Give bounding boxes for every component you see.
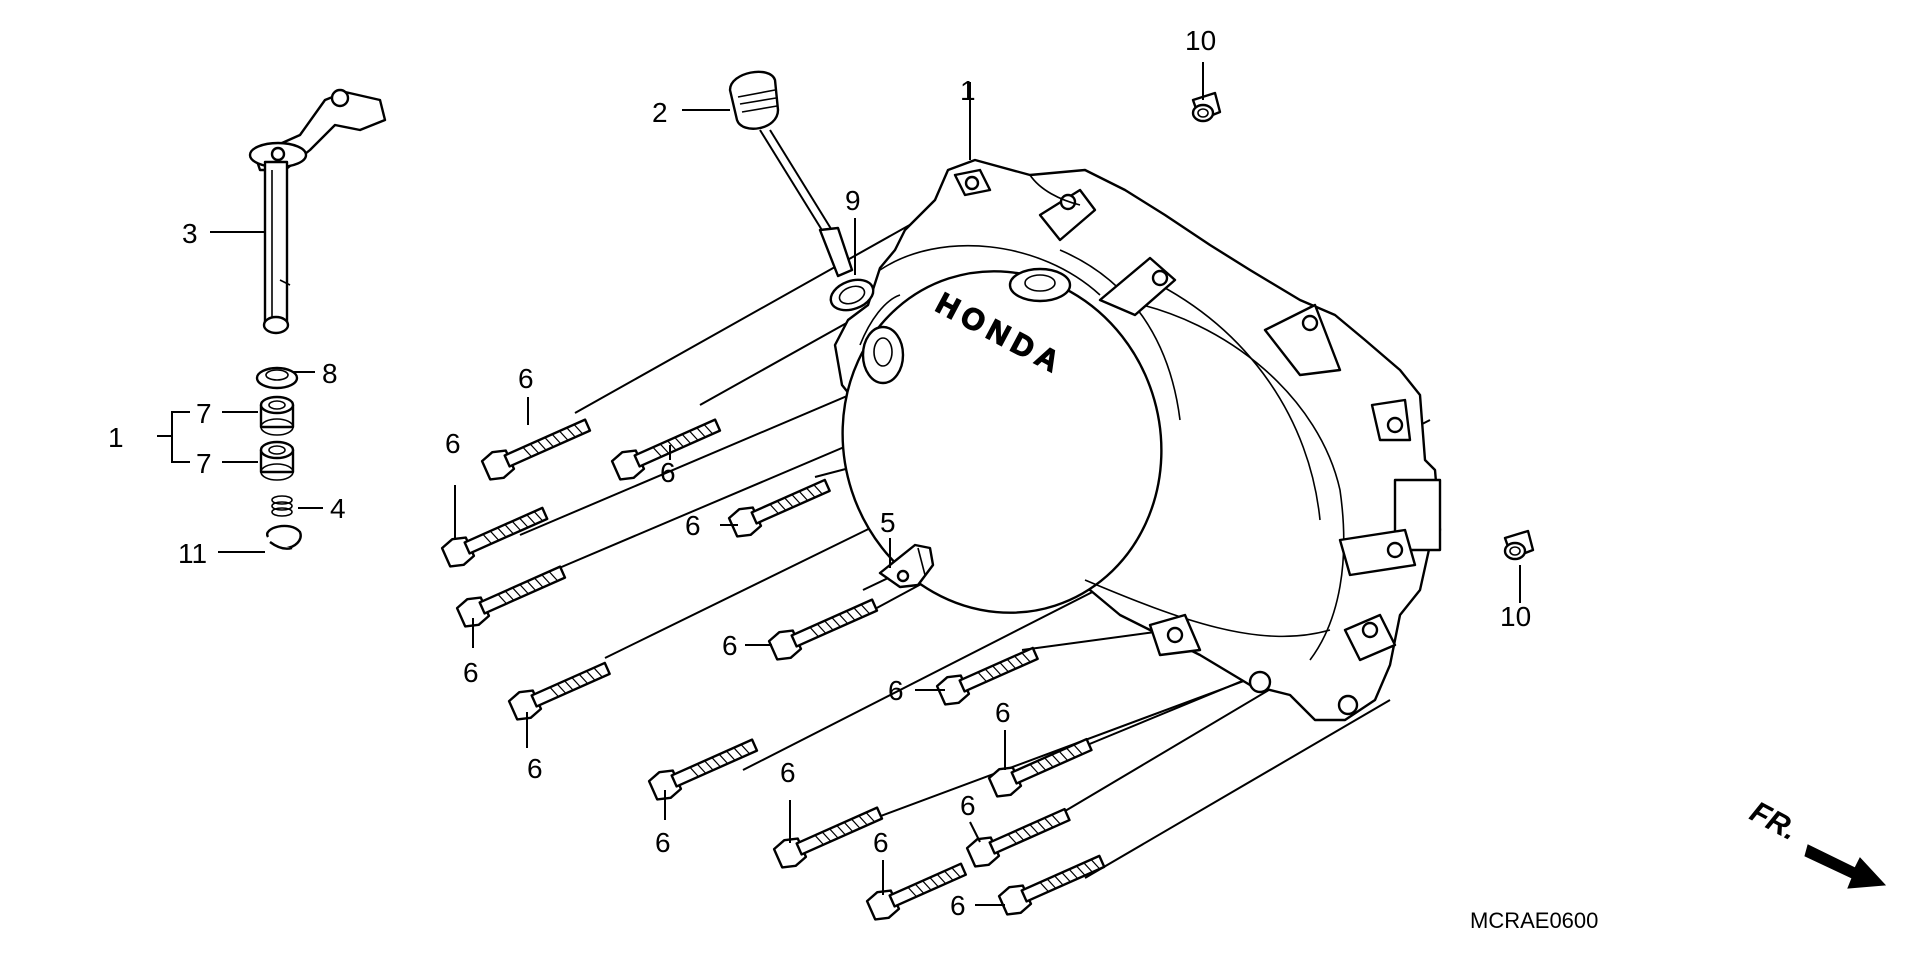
label-bolt: 6	[873, 827, 889, 858]
label-bolt: 6	[527, 753, 543, 784]
label-bearing-upper: 7	[196, 398, 212, 429]
label-bolt: 6	[655, 827, 671, 858]
bolt	[865, 862, 968, 921]
label-bolt: 6	[660, 457, 676, 488]
label-shaft: 3	[182, 218, 198, 249]
front-marker-label: FR.	[1745, 795, 1803, 847]
bolt	[610, 418, 722, 481]
bolt	[440, 506, 549, 568]
label-bearing-lower: 7	[196, 448, 212, 479]
front-arrow-icon	[1804, 844, 1887, 889]
dowel-pin-top	[1191, 91, 1222, 123]
label-bolt: 6	[445, 428, 461, 459]
sealing-washer	[829, 278, 875, 312]
label-bolt: 6	[995, 697, 1011, 728]
oil-seal	[255, 366, 299, 390]
label-bolt: 6	[888, 675, 904, 706]
bolt	[647, 738, 759, 801]
label-clamp: 5	[880, 507, 896, 538]
label-seal: 8	[322, 358, 338, 389]
oil-dipstick	[728, 70, 854, 278]
diagram-code: MCRAE0600	[1470, 908, 1598, 933]
bolt	[935, 646, 1039, 706]
label-dipstick: 2	[652, 97, 668, 128]
bolt	[987, 737, 1093, 798]
label-dowel-top: 10	[1185, 25, 1216, 56]
bolt	[997, 854, 1106, 916]
part-labels: 1 2 3 9 8 7 7 1 4 11 5 10 10 6 6 6 6 6 6…	[108, 25, 1531, 921]
needle-bearing-lower	[259, 440, 295, 481]
label-cover: 1	[960, 75, 976, 106]
label-bolt: 6	[518, 363, 534, 394]
bolt	[507, 661, 611, 721]
label-washer: 9	[845, 185, 861, 216]
dowel-pin-right	[1503, 529, 1535, 561]
callout-leaders	[157, 62, 1521, 906]
label-bolt: 6	[463, 657, 479, 688]
needle-bearing-upper	[259, 395, 295, 436]
label-clip: 11	[178, 538, 207, 569]
shift-shaft-assembly	[248, 88, 387, 335]
label-bolt: 6	[685, 510, 701, 541]
crankcase-cover: HONDA	[833, 158, 1442, 722]
label-bolt: 6	[722, 630, 738, 661]
label-spring: 4	[330, 493, 346, 524]
label-bolt: 6	[960, 790, 976, 821]
return-spring	[271, 495, 293, 517]
label-bolt: 6	[780, 757, 796, 788]
bolt	[455, 565, 567, 628]
bolt	[767, 598, 879, 661]
cable-clamp	[878, 543, 935, 589]
label-dowel-right: 10	[1500, 601, 1531, 632]
front-direction-marker: FR.	[1745, 795, 1887, 889]
flange-bolts	[440, 418, 1106, 921]
bolt	[727, 478, 831, 538]
retaining-clip	[266, 524, 302, 550]
bolt	[772, 806, 884, 869]
bolt	[480, 418, 592, 481]
label-bolt: 6	[950, 890, 966, 921]
label-set: 1	[108, 422, 124, 453]
bolt	[965, 807, 1071, 868]
